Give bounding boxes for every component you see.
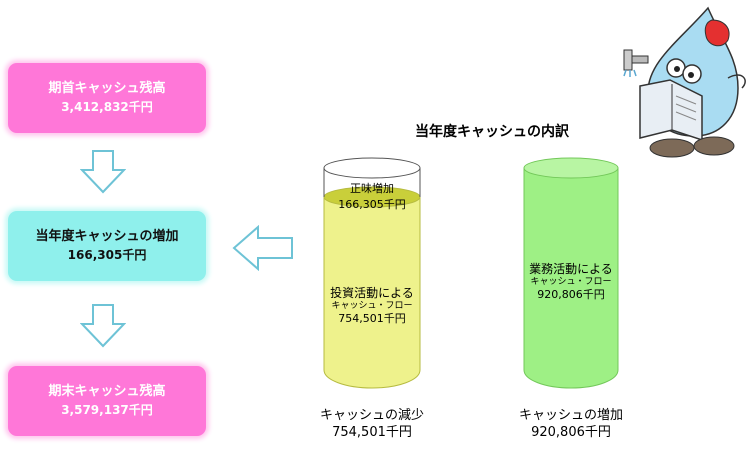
net-increase-label: 正味増加 [350,182,394,195]
annual-increase-box: 当年度キャッシュの増加 166,305千円 [8,211,206,281]
down-arrow-icon [80,150,126,194]
operating-cashflow-text: 業務活動による キャッシュ・フロー 920,806千円 [524,262,618,302]
investing-line3: 754,501千円 [338,312,406,326]
annual-increase-amount: 166,305千円 [67,248,147,262]
operating-line1: 業務活動による [529,262,613,276]
increase-caption-amount: 920,806千円 [531,425,611,440]
cylinder-diagram [323,157,619,389]
decrease-caption: キャッシュの減少 754,501千円 [312,407,432,441]
operating-line2: キャッシュ・フロー [530,277,612,287]
opening-balance-label: 期首キャッシュ残高 [48,81,166,96]
decrease-caption-amount: 754,501千円 [332,425,412,440]
increase-caption-label: キャッシュの増加 [518,408,623,423]
opening-balance-box: 期首キャッシュ残高 3,412,832千円 [8,63,206,133]
decrease-caption-label: キャッシュの減少 [319,408,424,423]
investing-line1: 投資活動による [330,286,414,300]
opening-balance-amount: 3,412,832千円 [61,100,153,114]
increase-cylinder [523,157,619,389]
operating-line3: 920,806千円 [537,288,605,302]
annual-increase-label: 当年度キャッシュの増加 [35,229,179,244]
net-increase-text: 正味増加 166,305千円 [324,181,420,213]
decrease-cylinder [323,157,421,389]
closing-balance-amount: 3,579,137千円 [61,403,153,417]
down-arrow-icon [80,304,126,348]
closing-balance-box: 期末キャッシュ残高 3,579,137千円 [8,366,206,436]
investing-line2: キャッシュ・フロー [331,301,413,311]
investing-cashflow-text: 投資活動による キャッシュ・フロー 754,501千円 [324,286,420,326]
breakdown-title: 当年度キャッシュの内訳 [415,124,569,140]
closing-balance-label: 期末キャッシュ残高 [48,384,166,399]
mascot-illustration [623,6,746,158]
left-arrow-icon [232,225,293,271]
increase-caption: キャッシュの増加 920,806千円 [511,407,631,441]
net-increase-amount: 166,305千円 [338,198,406,211]
